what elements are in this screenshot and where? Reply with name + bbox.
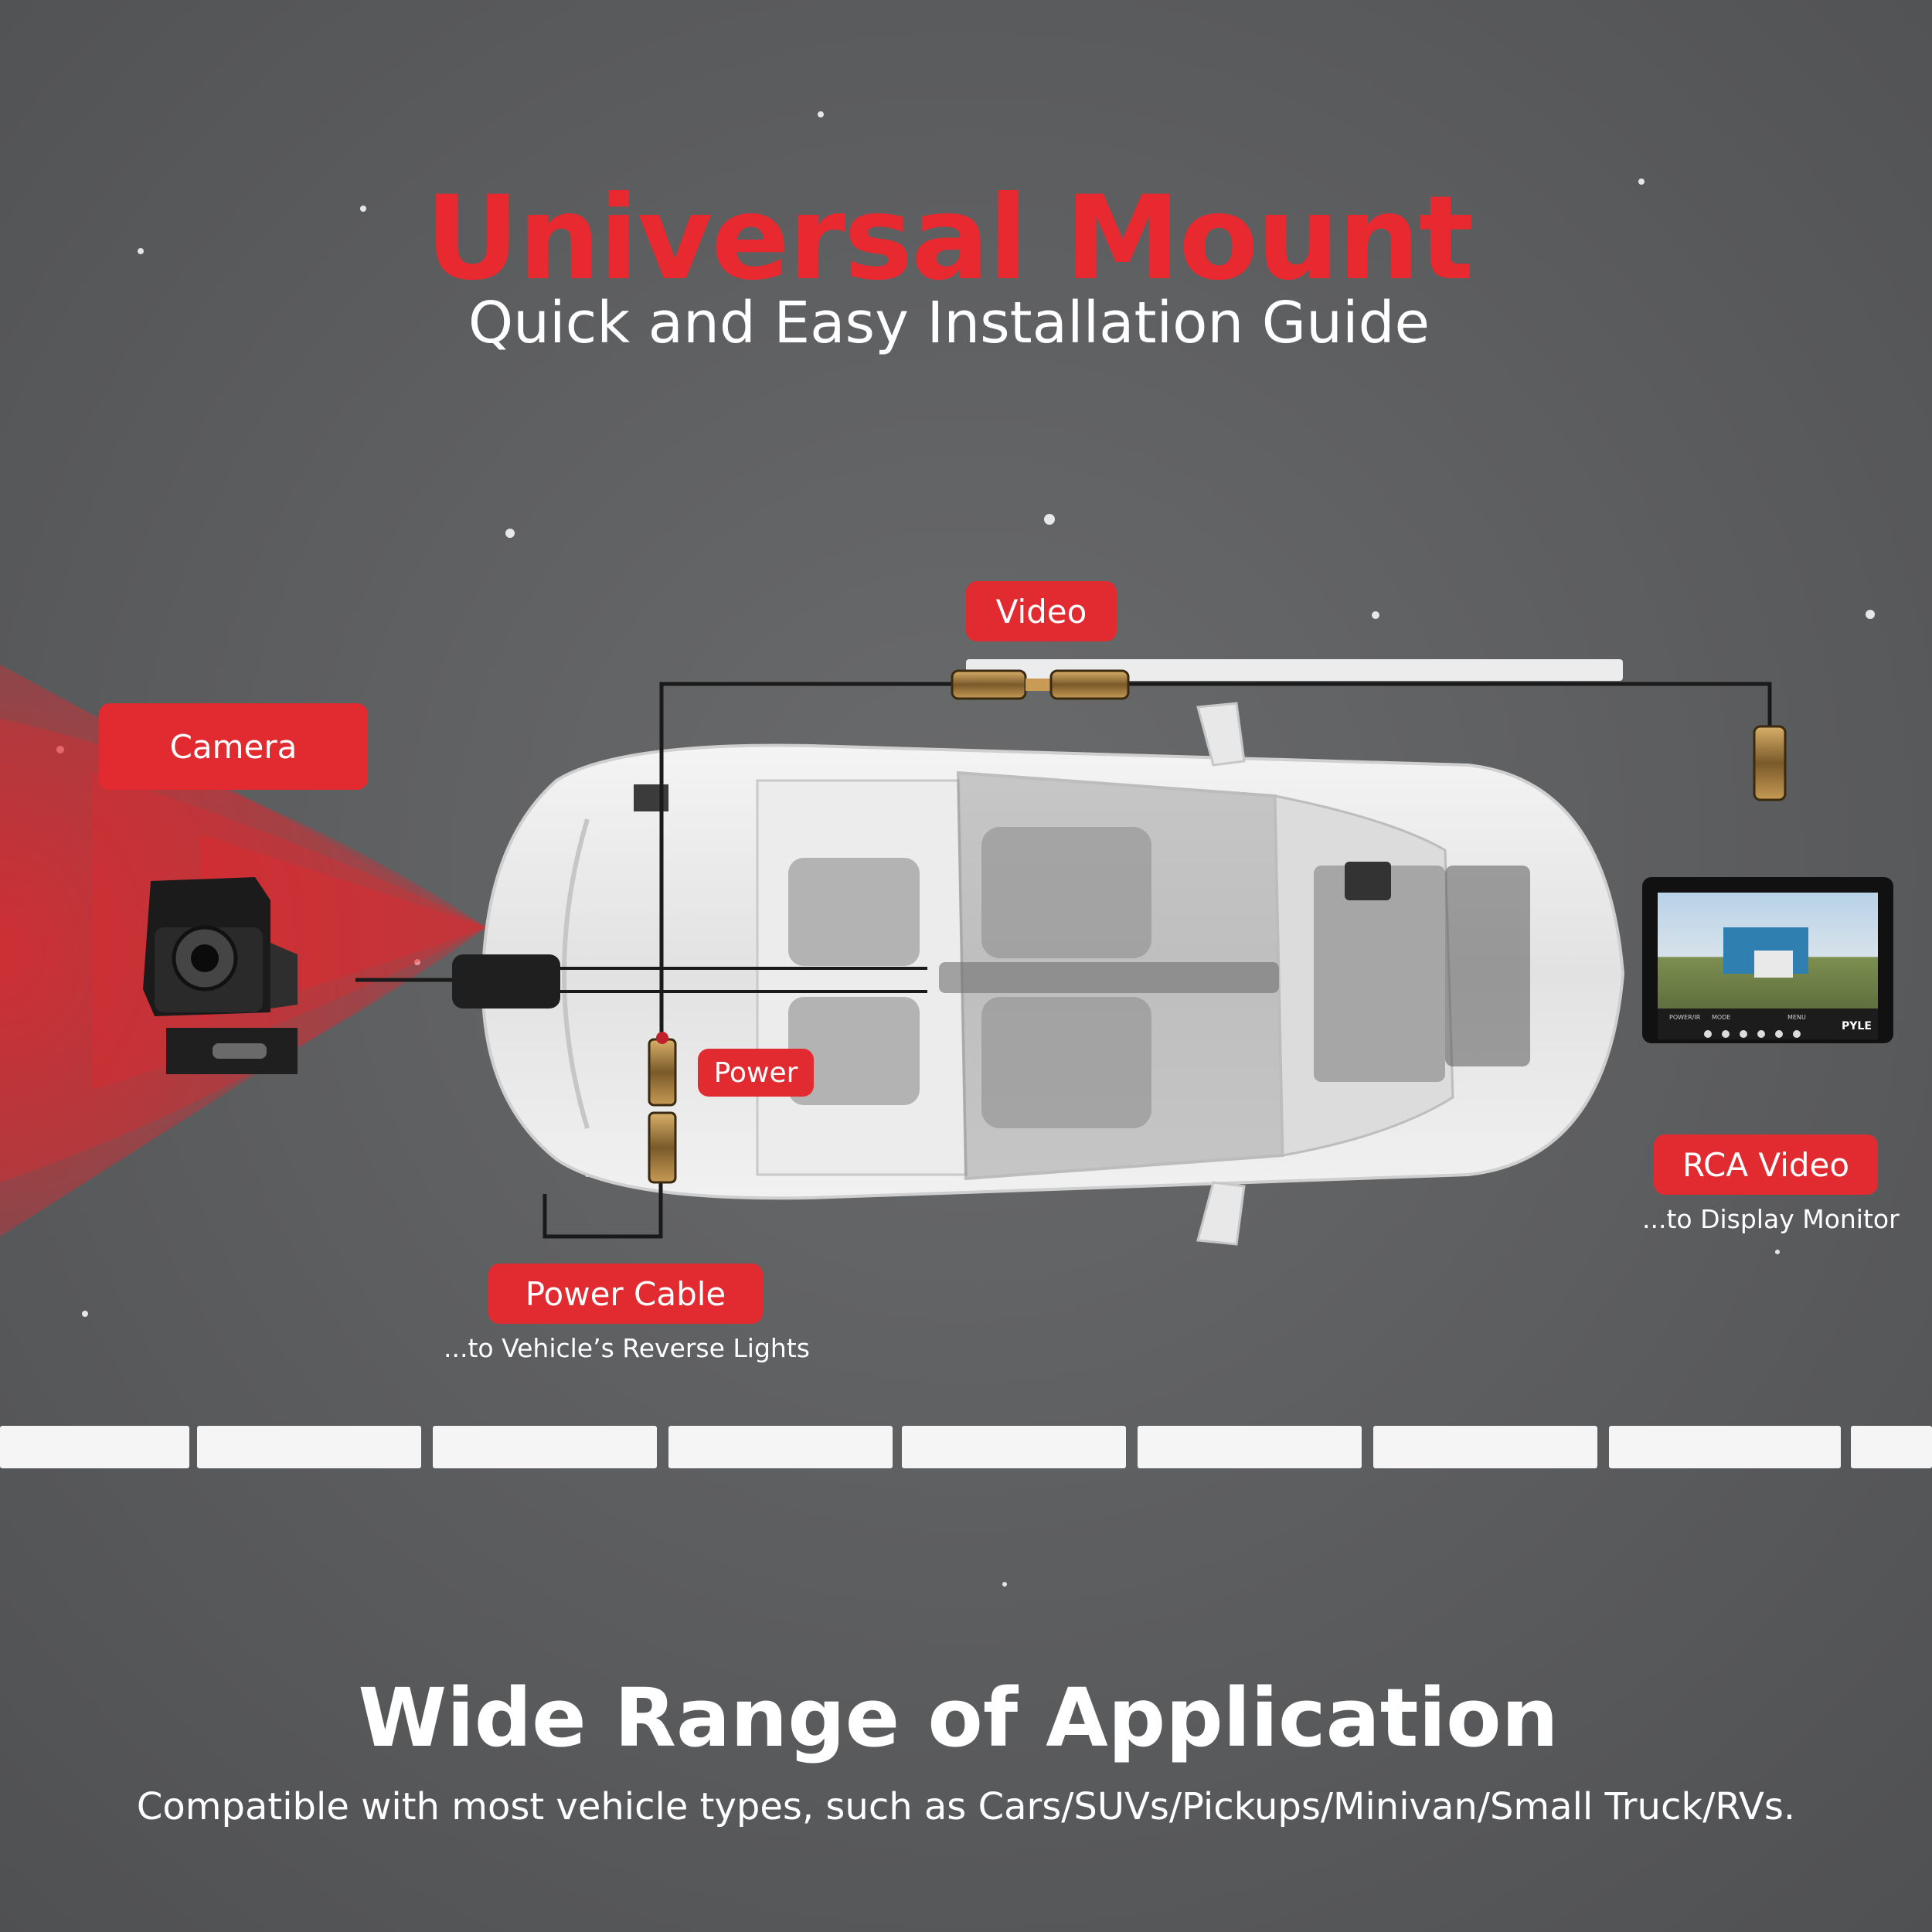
page-subtitle: Quick and Easy Installation Guide xyxy=(468,290,1430,356)
monitor-button-menu: MENU xyxy=(1787,1014,1806,1021)
video-label: Video xyxy=(966,581,1117,641)
monitor-button-mode: MODE xyxy=(1712,1014,1731,1021)
backup-camera xyxy=(143,877,298,1074)
footer-title: Wide Range of Application xyxy=(358,1671,1559,1765)
lane-stripe-top xyxy=(966,659,1623,681)
monitor-button-power: POWER/IR xyxy=(1669,1014,1701,1021)
camera-label: Camera xyxy=(99,703,368,790)
power-cable-label: Power Cable xyxy=(488,1264,763,1324)
camera-module-box xyxy=(452,954,560,1009)
power-connectors xyxy=(648,1032,677,1184)
rca-video-label: RCA Video xyxy=(1654,1134,1878,1195)
rca-video-note: ...to Display Monitor xyxy=(1642,1204,1900,1234)
video-rca-connectors xyxy=(951,669,1787,801)
power-label: Power xyxy=(698,1049,814,1097)
power-cable-note: ...to Vehicle’s Reverse Lights xyxy=(444,1333,810,1363)
monitor-brand: PYLE xyxy=(1842,1020,1872,1032)
page-title: Universal Mount xyxy=(425,172,1474,306)
lane-dashes xyxy=(0,1426,1932,1468)
display-monitor xyxy=(1642,877,1893,1043)
footer-subtitle: Compatible with most vehicle types, such… xyxy=(136,1785,1796,1828)
wiring xyxy=(355,682,1772,1239)
